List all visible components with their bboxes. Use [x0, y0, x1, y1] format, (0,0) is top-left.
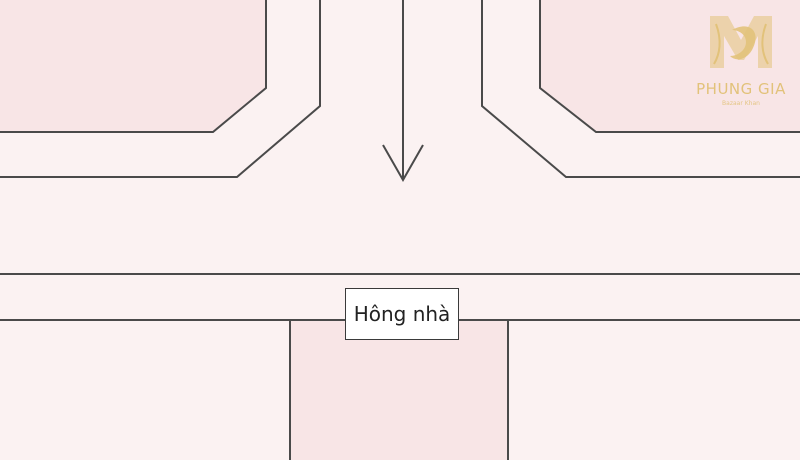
lot-top-left — [0, 0, 266, 132]
brand-logo: PHUNG GIA Bazaar Khan — [692, 10, 790, 114]
phung-gia-monogram-icon — [710, 16, 772, 68]
curb-top-right-inner — [539, 0, 800, 133]
side-of-house-label-text: Hông nhà — [353, 302, 451, 326]
brand-tagline: Bazaar Khan — [722, 100, 760, 107]
curb-top-left-outer — [0, 0, 321, 178]
curb-top-right-outer — [481, 0, 800, 178]
lot-bottom-middle — [290, 320, 508, 460]
curb-top-left-inner — [0, 0, 267, 133]
brand-name: PHUNG GIA — [696, 80, 786, 98]
side-of-house-label: Hông nhà — [345, 288, 459, 340]
arrow-down-icon — [382, 0, 424, 183]
